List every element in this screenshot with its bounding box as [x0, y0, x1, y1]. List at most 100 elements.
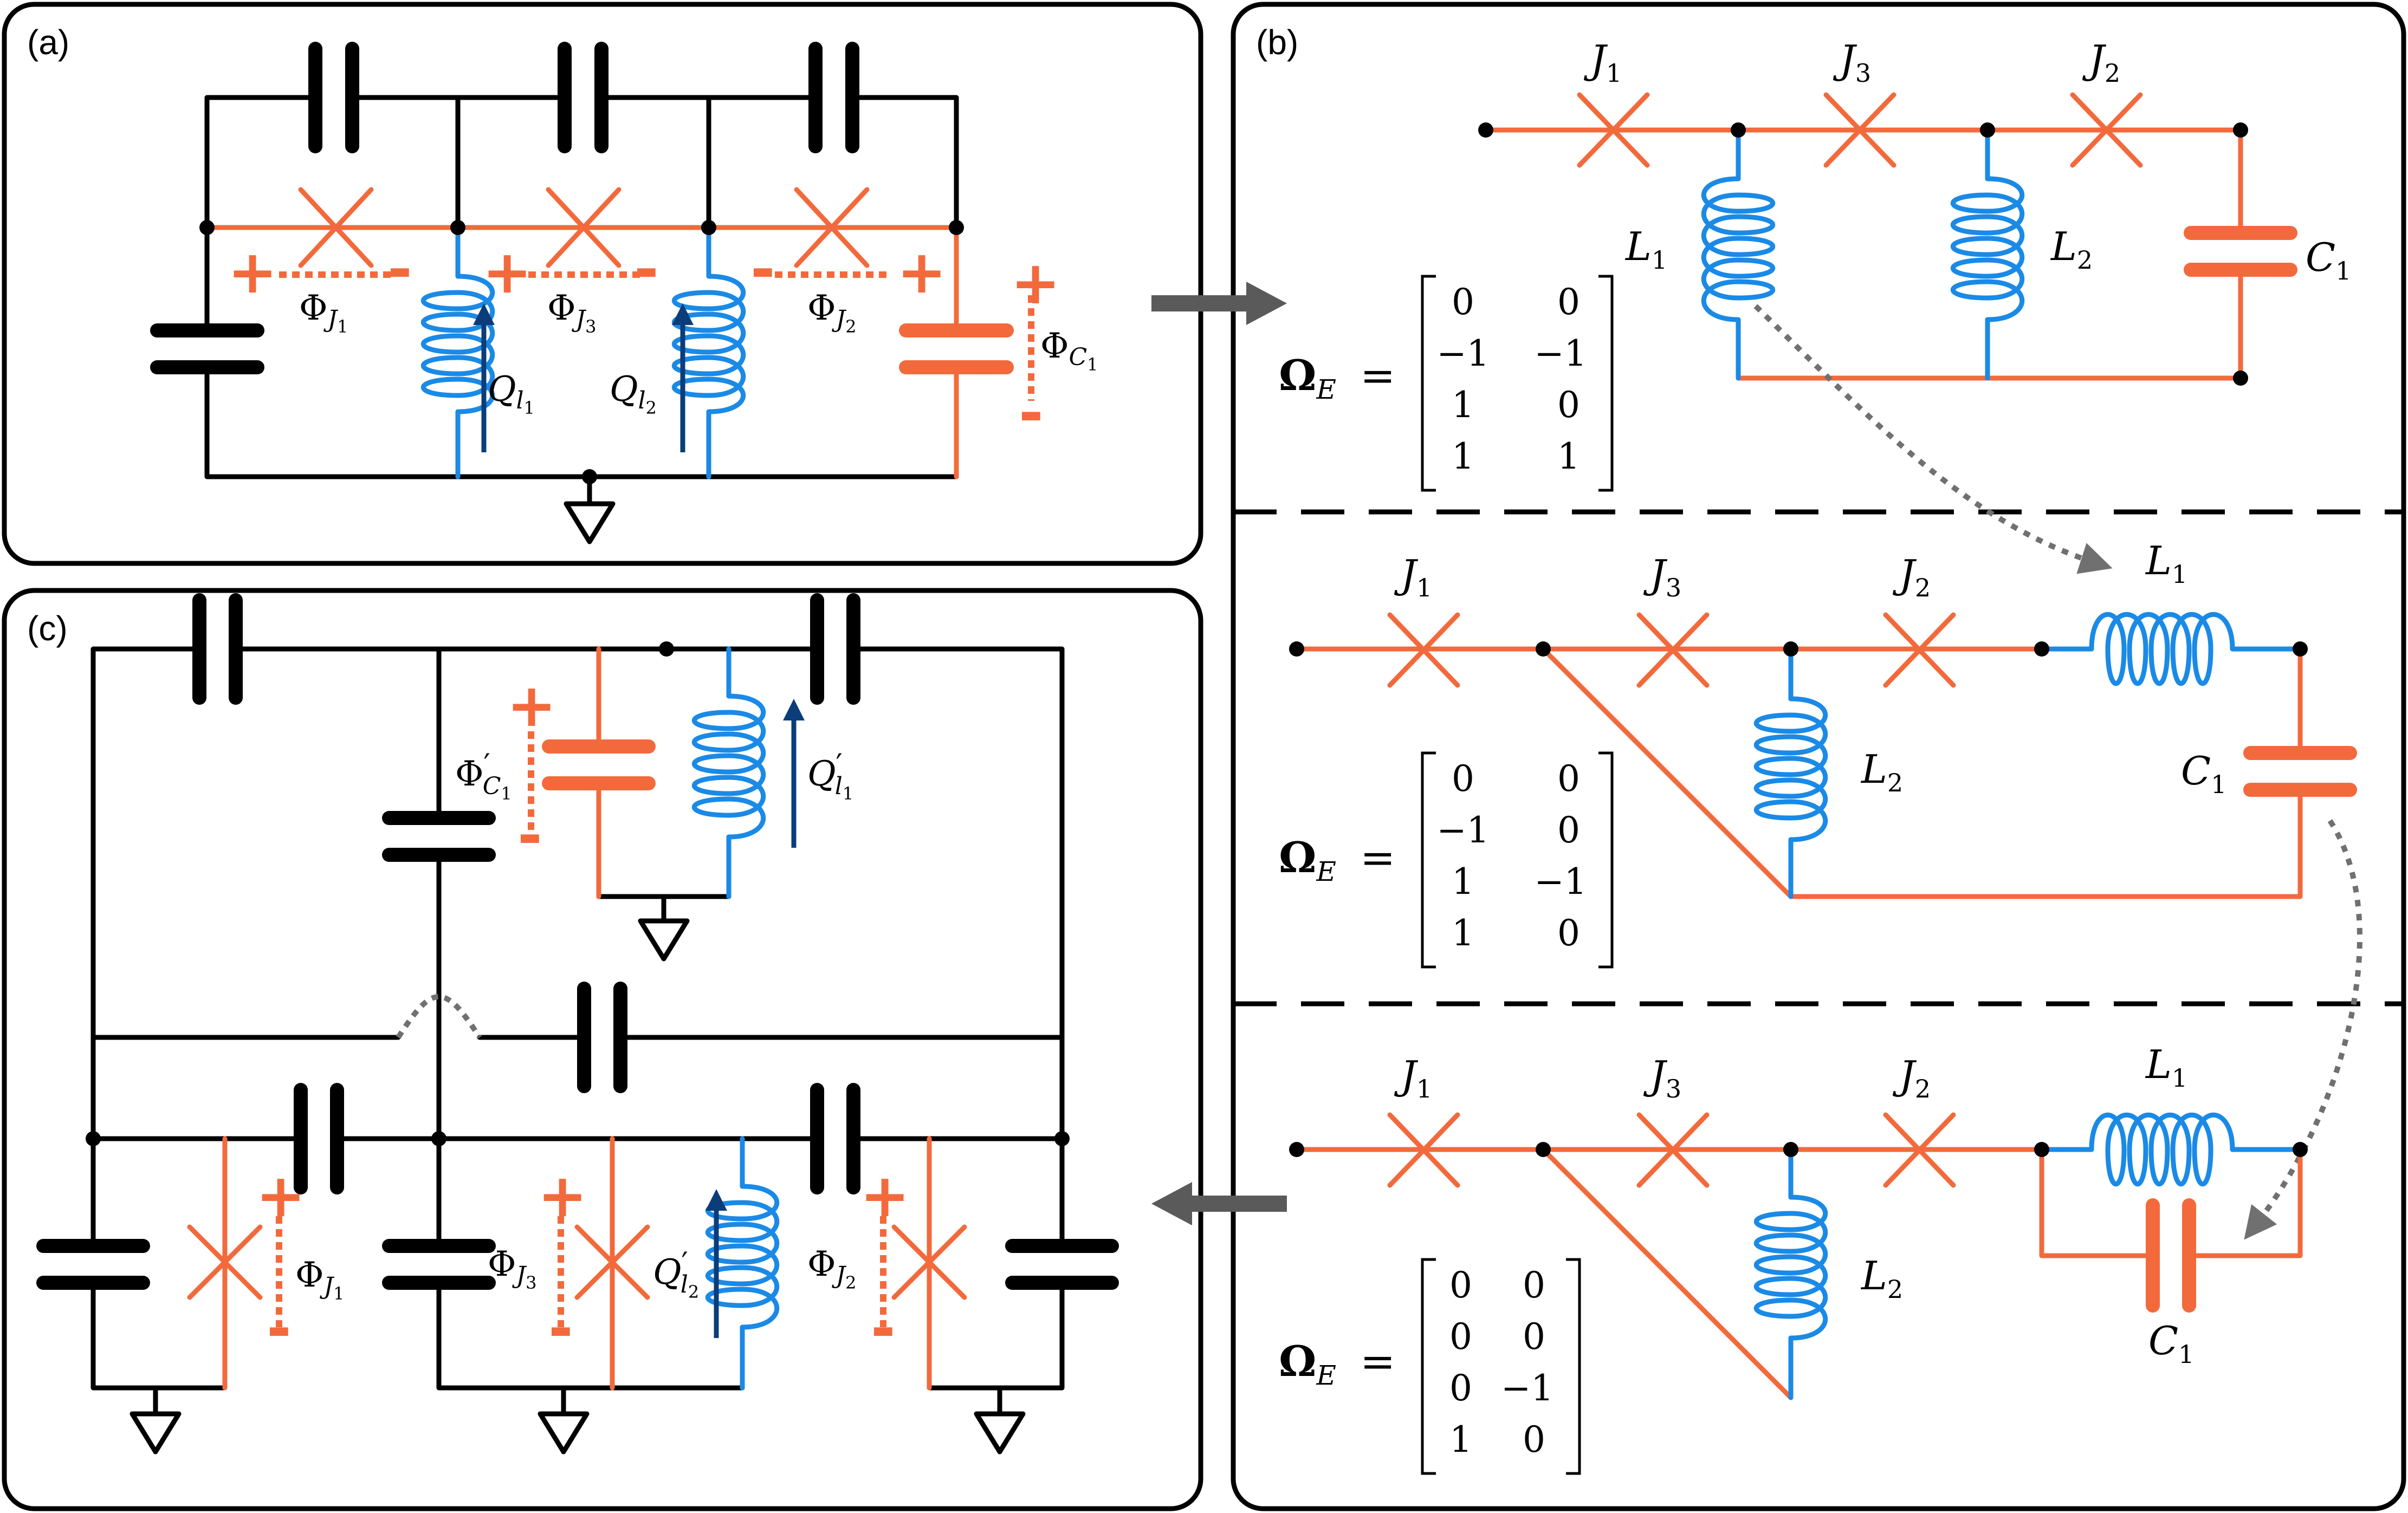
phi-j1c-label: ΦJ1 [295, 1255, 344, 1304]
s3-c1-label: C1 [2148, 1318, 2194, 1369]
svg-text:0: 0 [1557, 281, 1580, 323]
panel-b-stage-3: J1 J3 J2 L1 L2 C1 ΩE = 0 0 0 0 0 −1 1 0 [1279, 1042, 2308, 1475]
phi-j3c-label: ΦJ3 [488, 1244, 536, 1293]
phi-c1p-plus: + [507, 671, 556, 740]
s3-j2-label: J2 [1892, 1053, 1931, 1103]
panel-b-label: (b) [1256, 23, 1298, 62]
s1-c1-label: C1 [2306, 235, 2351, 285]
panel-c-circuit [36, 593, 1119, 1454]
q-l2p-label: Q′l2 [653, 1246, 699, 1302]
svg-text:0: 0 [1449, 1264, 1472, 1306]
svg-text:1: 1 [1452, 861, 1474, 902]
transition-arrow-b-to-c [1151, 1182, 1287, 1225]
panel-a-label: (a) [27, 23, 69, 62]
svg-text:0: 0 [1452, 758, 1474, 800]
phi-j2-plus: + [897, 237, 947, 307]
phi-c1-plus: + [1011, 248, 1060, 317]
s3-j3-label: J3 [1643, 1053, 1681, 1103]
svg-text:−1: −1 [1534, 333, 1587, 374]
phi-j1c-plus: + [256, 1161, 306, 1230]
svg-text:0: 0 [1523, 1419, 1545, 1460]
panel-a-labels: + - + - - + + - ΦJ1 ΦJ3 ΦJ2 ΦC1 Ql1 Ql2 [228, 235, 1098, 447]
panel-a-circuit [150, 42, 1034, 544]
phi-c1p-minus: - [517, 801, 542, 870]
q-l2-label: Ql2 [610, 369, 657, 418]
phi-j1-minus: - [387, 235, 412, 304]
s3-j1-label: J1 [1394, 1053, 1432, 1103]
s1-l1-label: L1 [1624, 224, 1667, 275]
phi-j3c-minus: - [548, 1294, 573, 1363]
s1-matrix: 0 0 −1 −1 1 0 1 1 [1436, 281, 1587, 477]
l1-move-arrow [1753, 304, 2113, 574]
panel-b-frame [1231, 2, 2406, 1511]
s2-j1-label: J1 [1394, 551, 1432, 602]
wire-crossover [396, 993, 482, 1039]
s2-j2-label: J2 [1892, 551, 1931, 602]
s1-j2-label: J2 [2082, 37, 2120, 88]
panel-c-labels: + - + - + - + - Φ′C1 Q′l1 ΦJ1 ΦJ3 Q′l2 Φ… [256, 671, 910, 1363]
c1-move-arrow [2244, 819, 2362, 1240]
q-l1-label: Ql1 [488, 369, 535, 418]
svg-text:1: 1 [1449, 1419, 1472, 1460]
phi-j1c-minus: - [267, 1294, 292, 1363]
s2-omega: ΩE [1279, 833, 1336, 887]
phi-c1-minus: - [1019, 378, 1044, 447]
svg-text:0: 0 [1557, 809, 1580, 851]
svg-text:0: 0 [1557, 384, 1580, 426]
s1-j3-label: J3 [1833, 37, 1871, 88]
s1-matrix-brackets [1421, 275, 1614, 492]
s2-matrix: 0 0 −1 0 1 −1 1 0 [1436, 758, 1587, 954]
s2-c1-label: C1 [2181, 748, 2226, 799]
svg-text:−1: −1 [1501, 1367, 1553, 1409]
svg-text:1: 1 [1557, 436, 1580, 477]
phi-j3-label: ΦJ3 [547, 288, 596, 337]
s3-matrix-brackets [1421, 1258, 1581, 1475]
s1-l2-label: L2 [2050, 224, 2093, 275]
svg-text:−1: −1 [1436, 333, 1489, 374]
phi-j3-minus: - [634, 235, 659, 304]
svg-text:0: 0 [1452, 281, 1474, 323]
s1-omega: ΩE [1279, 351, 1336, 405]
phi-j1-plus: + [228, 237, 277, 307]
svg-text:−1: −1 [1436, 809, 1489, 851]
q-l1p-label: Q′l1 [807, 748, 853, 804]
phi-j2-minus: - [750, 235, 775, 304]
s3-equals: = [1360, 1337, 1395, 1386]
svg-text:1: 1 [1452, 384, 1474, 426]
s3-l2-label: L2 [1860, 1253, 1903, 1304]
phi-j2c-label: ΦJ2 [807, 1244, 856, 1293]
s3-omega: ΩE [1279, 1337, 1336, 1391]
s3-l1-label: L1 [2145, 1042, 2187, 1093]
s2-equals: = [1360, 834, 1395, 882]
phi-c1p-label: Φ′C1 [455, 748, 512, 804]
s2-l2-label: L2 [1860, 746, 1903, 797]
svg-text:0: 0 [1557, 758, 1580, 800]
phi-j2c-minus: - [871, 1294, 896, 1363]
svg-text:0: 0 [1523, 1316, 1545, 1358]
s1-j1-label: J1 [1583, 37, 1622, 88]
phi-j2-label: ΦJ2 [807, 288, 856, 337]
phi-j1-label: ΦJ1 [299, 288, 348, 337]
phi-j3c-plus: + [538, 1161, 587, 1230]
svg-text:1: 1 [1452, 912, 1474, 954]
panel-b-stage-2: J1 J3 J2 L1 L2 C1 ΩE = 0 0 −1 0 1 −1 1 0 [1279, 538, 2357, 969]
s1-equals: = [1360, 352, 1395, 400]
transition-arrow-a-to-b [1151, 282, 1287, 325]
svg-text:−1: −1 [1534, 861, 1587, 902]
phi-c1-label: ΦC1 [1040, 326, 1098, 375]
panel-c-frame [2, 588, 1203, 1511]
panel-b-stage-1: J1 J3 J2 L1 L2 C1 ΩE = 0 0 −1 −1 1 0 1 1 [1279, 37, 2351, 492]
panel-c-label: (c) [27, 609, 68, 648]
s3-matrix: 0 0 0 0 0 −1 1 0 [1449, 1264, 1553, 1460]
s2-matrix-brackets [1421, 751, 1614, 969]
svg-text:0: 0 [1449, 1367, 1472, 1409]
s2-l1-label: L1 [2145, 538, 2187, 589]
phi-j2c-plus: + [860, 1161, 910, 1230]
svg-text:0: 0 [1557, 912, 1580, 954]
svg-text:0: 0 [1523, 1264, 1545, 1306]
svg-text:0: 0 [1449, 1316, 1472, 1358]
svg-text:1: 1 [1452, 436, 1474, 477]
s2-j3-label: J3 [1643, 551, 1681, 602]
panel-a-frame [2, 2, 1203, 566]
